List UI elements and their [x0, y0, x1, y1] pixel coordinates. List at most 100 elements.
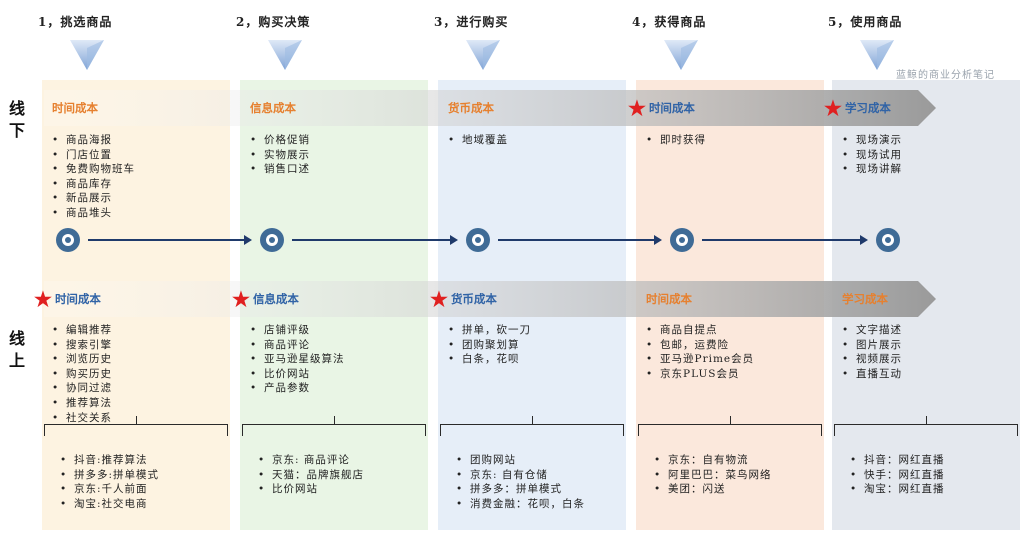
list-item: 门店位置: [52, 148, 135, 163]
list-item: 商品自提点: [646, 323, 754, 338]
list-item: 京东: 自有仓储: [456, 468, 585, 483]
list-item: 产品参数: [250, 381, 345, 396]
list-item: 搜索引擎: [52, 338, 112, 353]
list-item: 京东: 商品评论: [258, 453, 364, 468]
list-item: 拼多多：拼单模式: [456, 482, 585, 497]
cost-label: 信息成本: [250, 100, 296, 116]
star-icon: ★: [824, 96, 842, 120]
list-item: 现场演示: [842, 133, 902, 148]
cost-label-text: 时间成本: [646, 292, 692, 306]
star-icon: ★: [430, 287, 448, 311]
example-bracket: [834, 416, 1018, 436]
list-item: 商品海报: [52, 133, 135, 148]
cost-label: 货币成本: [448, 100, 494, 116]
online-factor-list: 编辑推荐搜索引擎浏览历史购买历史协同过滤推荐算法社交关系: [52, 323, 112, 425]
list-item: 浏览历史: [52, 352, 112, 367]
list-item: 淘宝:社交电商: [60, 497, 159, 512]
list-item: 价格促销: [250, 133, 310, 148]
stage-title: 4，获得商品: [632, 15, 707, 29]
list-item: 直播互动: [842, 367, 902, 382]
cost-label-text: 货币成本: [450, 292, 497, 306]
down-triangle-icon: [664, 40, 698, 70]
down-triangle-icon: [466, 40, 500, 70]
list-item: 免费购物班车: [52, 162, 135, 177]
cost-label-text: 时间成本: [54, 292, 101, 306]
circle-node-icon: [876, 228, 900, 252]
list-item: 社交关系: [52, 411, 112, 426]
example-bracket: [638, 416, 822, 436]
offline-factor-list: 地域覆盖: [448, 133, 508, 148]
example-list: 京东: 商品评论天猫：品牌旗舰店比价网站: [258, 453, 364, 497]
circle-node-icon: [56, 228, 80, 252]
cost-band-online: [44, 281, 936, 317]
side-label-char: 上: [8, 351, 25, 370]
list-item: 文字描述: [842, 323, 902, 338]
cost-label-text: 货币成本: [448, 101, 494, 115]
list-item: 协同过滤: [52, 381, 112, 396]
list-item: 包邮，运费险: [646, 338, 754, 353]
cost-band-offline: [44, 90, 936, 126]
example-list: 团购网站京东: 自有仓储拼多多：拼单模式消费金融：花呗，白条: [456, 453, 585, 511]
list-item: 购买历史: [52, 367, 112, 382]
stage-title: 5，使用商品: [828, 15, 903, 29]
cost-label: ★信息成本: [232, 289, 299, 309]
list-item: 现场试用: [842, 148, 902, 163]
list-item: 拼多多:拼单模式: [60, 468, 159, 483]
list-item: 图片展示: [842, 338, 902, 353]
list-item: 天猫：品牌旗舰店: [258, 468, 364, 483]
list-item: 编辑推荐: [52, 323, 112, 338]
cost-label: ★学习成本: [824, 96, 891, 120]
list-item: 店铺评级: [250, 323, 345, 338]
list-item: 团购网站: [456, 453, 585, 468]
offline-factor-list: 商品海报门店位置免费购物班车商品库存新品展示商品堆头: [52, 133, 135, 221]
side-label-offline: 线下: [6, 98, 28, 142]
list-item: 消费金融：花呗，白条: [456, 497, 585, 512]
list-item: 团购聚划算: [448, 338, 531, 353]
online-factor-list: 拼单，砍一刀团购聚划算白条，花呗: [448, 323, 531, 367]
list-item: 推荐算法: [52, 396, 112, 411]
list-item: 拼单，砍一刀: [448, 323, 531, 338]
list-item: 抖音：网红直播: [850, 453, 945, 468]
down-triangle-icon: [268, 40, 302, 70]
example-list: 抖音:推荐算法拼多多:拼单模式京东:千人前面淘宝:社交电商: [60, 453, 159, 511]
arrow-connector: [702, 235, 868, 245]
list-item: 比价网站: [258, 482, 364, 497]
stage-title: 1，挑选商品: [38, 15, 113, 29]
circle-node-icon: [466, 228, 490, 252]
circle-node-icon: [670, 228, 694, 252]
cost-label: ★时间成本: [34, 289, 101, 309]
list-item: 比价网站: [250, 367, 345, 382]
list-item: 抖音:推荐算法: [60, 453, 159, 468]
cost-label-text: 学习成本: [844, 101, 891, 115]
arrow-connector: [498, 235, 662, 245]
cost-label: ★时间成本: [628, 96, 695, 120]
list-item: 视频展示: [842, 352, 902, 367]
list-item: 即时获得: [646, 133, 706, 148]
list-item: 京东PLUS会员: [646, 367, 754, 382]
watermark-text: 蓝鲸的商业分析笔记: [896, 70, 995, 81]
cost-label-text: 学习成本: [842, 292, 888, 306]
side-label-online: 线上: [6, 328, 28, 372]
cost-label: 学习成本: [842, 291, 888, 307]
example-bracket: [440, 416, 624, 436]
stage-title: 2，购买决策: [236, 15, 311, 29]
list-item: 商品库存: [52, 177, 135, 192]
example-list: 京东：自有物流阿里巴巴：菜鸟网络美团：闪送: [654, 453, 772, 497]
online-factor-list: 商品自提点包邮，运费险亚马逊Prime会员京东PLUS会员: [646, 323, 754, 381]
list-item: 亚马逊星级算法: [250, 352, 345, 367]
arrow-connector: [292, 235, 458, 245]
example-bracket: [44, 416, 228, 436]
arrow-connector: [88, 235, 252, 245]
list-item: 新品展示: [52, 191, 135, 206]
list-item: 实物展示: [250, 148, 310, 163]
down-triangle-icon: [70, 40, 104, 70]
list-item: 地域覆盖: [448, 133, 508, 148]
list-item: 京东:千人前面: [60, 482, 159, 497]
online-factor-list: 店铺评级商品评论亚马逊星级算法比价网站产品参数: [250, 323, 345, 396]
list-item: 京东：自有物流: [654, 453, 772, 468]
list-item: 美团：闪送: [654, 482, 772, 497]
side-label-char: 线: [8, 99, 25, 118]
online-factor-list: 文字描述图片展示视频展示直播互动: [842, 323, 902, 381]
list-item: 阿里巴巴：菜鸟网络: [654, 468, 772, 483]
star-icon: ★: [628, 96, 646, 120]
